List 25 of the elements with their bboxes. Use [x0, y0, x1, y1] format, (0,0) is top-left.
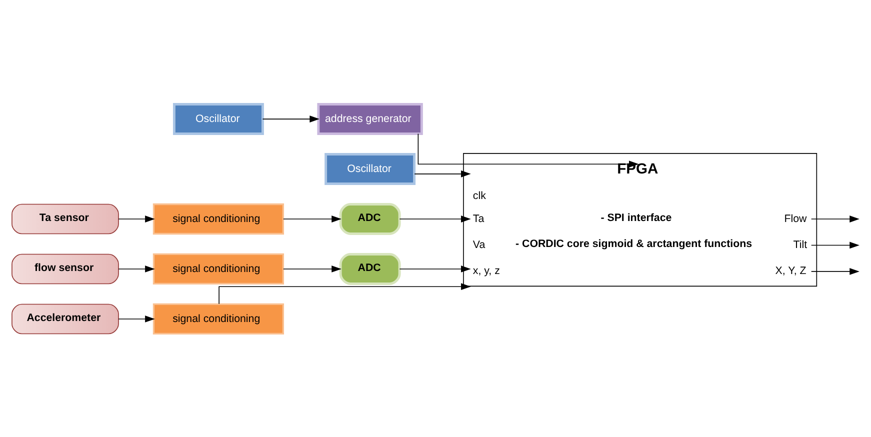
arrow [118, 265, 155, 272]
arrow [418, 132, 639, 168]
arrow [118, 315, 155, 322]
node-box: Oscillator [172, 102, 264, 134]
node-box: Oscillator [324, 152, 416, 184]
arrow [283, 215, 342, 222]
arrow [283, 265, 342, 272]
arrow [262, 115, 320, 122]
node-box: ADC [339, 252, 401, 284]
arrow [218, 282, 471, 304]
arrow [399, 265, 471, 272]
arrow [118, 215, 155, 222]
arrow [414, 170, 471, 177]
arrow [810, 215, 860, 222]
node-box: signal conditioning [152, 202, 284, 234]
node-box: flow sensor [12, 253, 119, 284]
node-box: address generator [317, 102, 423, 134]
node-box: Ta sensor [12, 203, 119, 234]
node-box: ADC [339, 202, 401, 234]
node-box: signal conditioning [152, 252, 284, 284]
node-box: signal conditioning [152, 302, 284, 334]
arrow [810, 268, 860, 274]
node-box: Accelerometer [12, 303, 119, 334]
arrow [399, 215, 471, 222]
arrow [810, 241, 860, 248]
